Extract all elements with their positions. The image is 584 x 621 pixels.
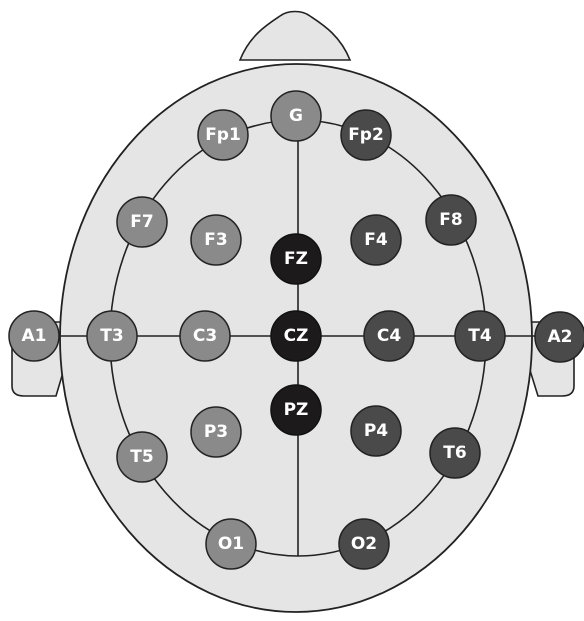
electrode-o2: O2 [338,518,390,570]
svg-text:C4: C4 [377,326,401,346]
svg-text:F8: F8 [439,210,462,230]
svg-text:T4: T4 [468,326,492,346]
electrode-t4: T4 [454,310,506,362]
electrode-f3: F3 [190,214,242,266]
svg-text:FZ: FZ [284,249,308,269]
electrode-fp2: Fp2 [340,109,392,161]
electrode-f4: F4 [350,214,402,266]
svg-text:O1: O1 [218,534,244,554]
electrode-g: G [270,90,322,142]
electrode-p4: P4 [350,405,402,457]
svg-text:T5: T5 [130,447,153,467]
electrode-fz: FZ [270,233,322,285]
electrode-f8: F8 [425,194,477,246]
svg-text:F7: F7 [130,212,153,232]
svg-text:F3: F3 [204,230,227,250]
svg-text:O2: O2 [351,534,377,554]
nose [238,10,352,61]
svg-text:G: G [289,106,303,126]
electrode-t5: T5 [116,431,168,483]
electrode-f7: F7 [116,196,168,248]
svg-text:T3: T3 [100,326,123,346]
svg-text:Fp1: Fp1 [205,125,241,145]
svg-text:P4: P4 [364,421,388,441]
electrode-p3: P3 [190,406,242,458]
svg-text:CZ: CZ [284,326,309,346]
electrode-o1: O1 [205,518,257,570]
svg-text:A2: A2 [548,327,573,347]
svg-text:P3: P3 [204,422,228,442]
electrode-pz: PZ [270,384,322,436]
electrode-a1: A1 [8,310,60,362]
svg-text:F4: F4 [364,230,388,250]
svg-text:Fp2: Fp2 [348,125,384,145]
electrode-a2: A2 [534,311,584,363]
electrode-fp1: Fp1 [197,109,249,161]
electrode-c3: C3 [179,310,231,362]
electrode-cz: CZ [270,310,322,362]
electrode-t6: T6 [429,427,481,479]
svg-text:A1: A1 [22,326,47,346]
electrode-t3: T3 [86,310,138,362]
svg-text:T6: T6 [443,443,466,463]
electrode-c4: C4 [363,310,415,362]
svg-text:PZ: PZ [284,400,309,420]
svg-text:C3: C3 [193,326,217,346]
